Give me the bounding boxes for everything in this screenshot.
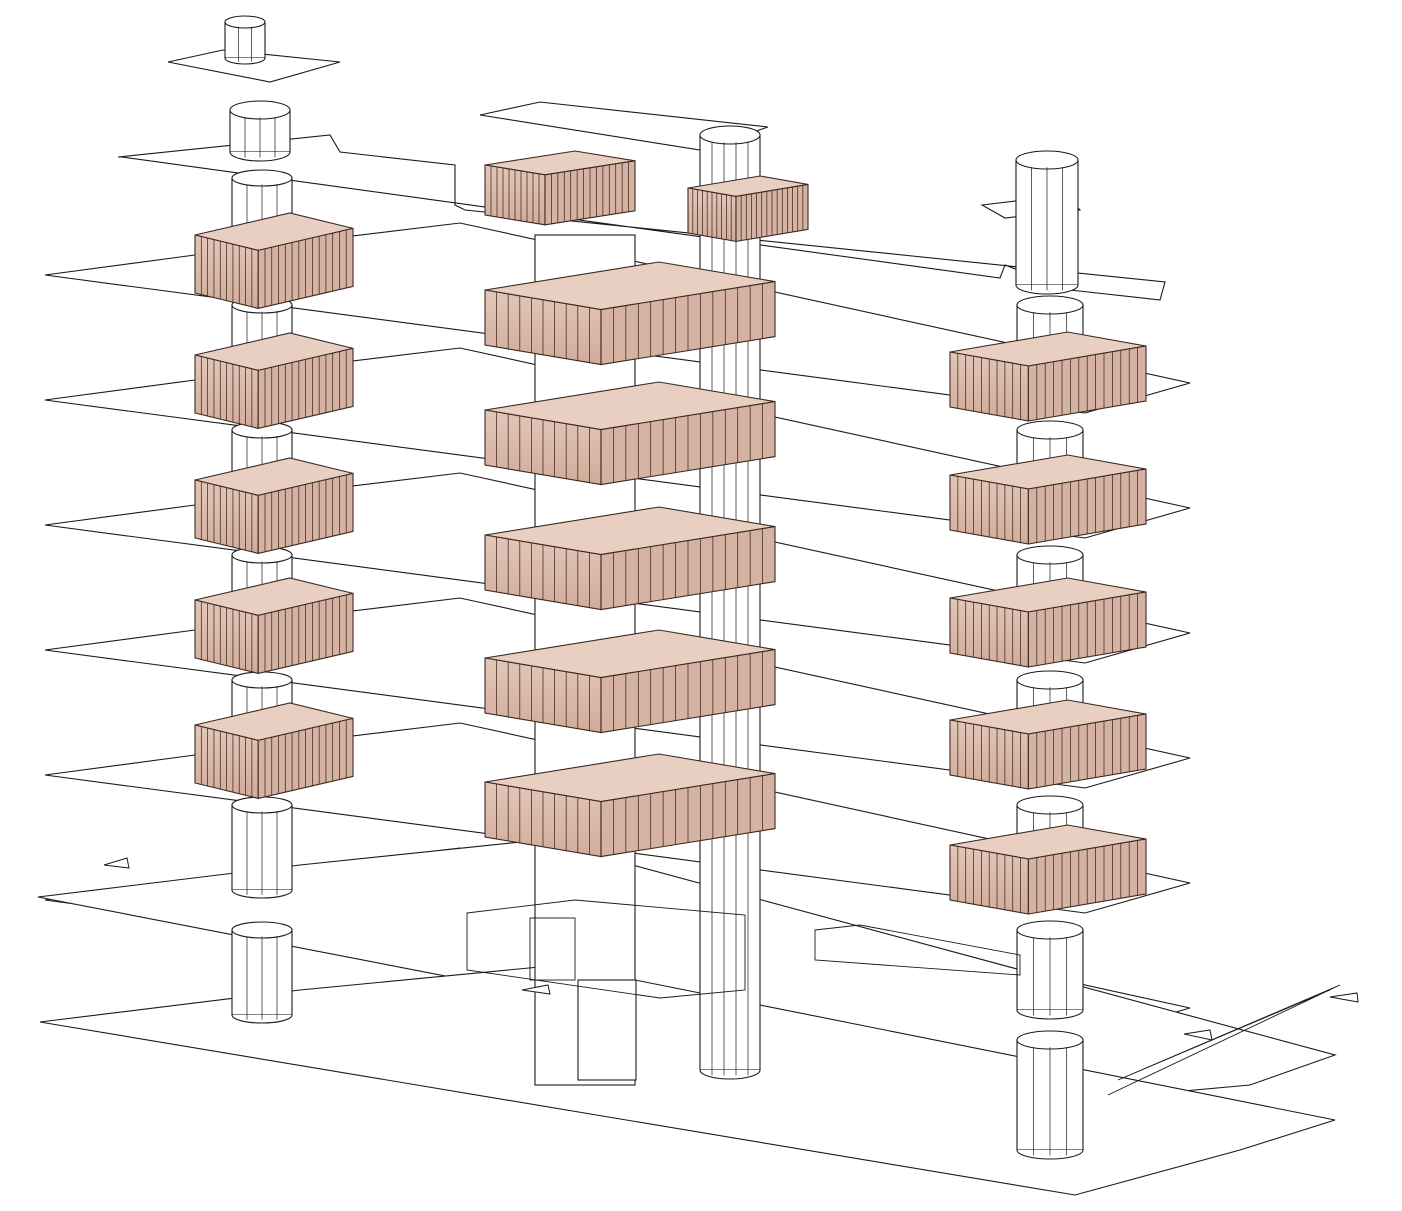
north-arrow-icon: [103, 857, 130, 869]
center-pod-5: [484, 753, 776, 858]
side-volume: [814, 924, 1021, 976]
left-pod-2: [194, 332, 354, 430]
right-pod-2: [949, 454, 1147, 545]
left-pod-3: [194, 457, 354, 555]
right-pod-4: [949, 699, 1147, 790]
center-roof-pod-b: [687, 175, 809, 243]
right-pod-5: [949, 824, 1147, 915]
timber-pods: [194, 150, 1147, 915]
right-pod-1: [949, 331, 1147, 422]
left-core-seg-7: [231, 921, 293, 1024]
ground-slab: [39, 964, 1336, 1196]
roof-slab: [117, 134, 1166, 301]
right-core-seg-6: [1016, 920, 1084, 1020]
left-pod-5: [194, 702, 354, 800]
left-pod-1: [194, 212, 354, 310]
left-core-seg-6: [231, 796, 293, 899]
left-core-top: [229, 100, 291, 162]
entry-arrow-icon-3: [1329, 992, 1359, 1003]
center-pod-2: [484, 381, 776, 486]
right-pod-3: [949, 577, 1147, 668]
center-cap-slab: [479, 101, 769, 151]
center-core-cylinder: [699, 125, 761, 1080]
left-core-cap: [224, 15, 266, 65]
access-ramp: [1107, 984, 1341, 1096]
center-pod-3: [484, 506, 776, 611]
entrance-doors: [529, 917, 576, 981]
entry-arrow-icon-2: [1183, 1029, 1213, 1041]
lobby-volume: [466, 899, 746, 999]
right-core-seg-7: [1016, 1030, 1084, 1160]
center-pod-1: [484, 261, 776, 366]
left-cap-slab: [167, 49, 341, 83]
left-pod-4: [194, 577, 354, 675]
ground-details: [103, 857, 1359, 1096]
center-roof-pod-a: [484, 150, 636, 226]
entry-arrow-icon: [521, 984, 551, 995]
center-pod-4: [484, 629, 776, 734]
right-core-top: [1015, 150, 1079, 295]
center-core-base: [577, 979, 637, 1081]
